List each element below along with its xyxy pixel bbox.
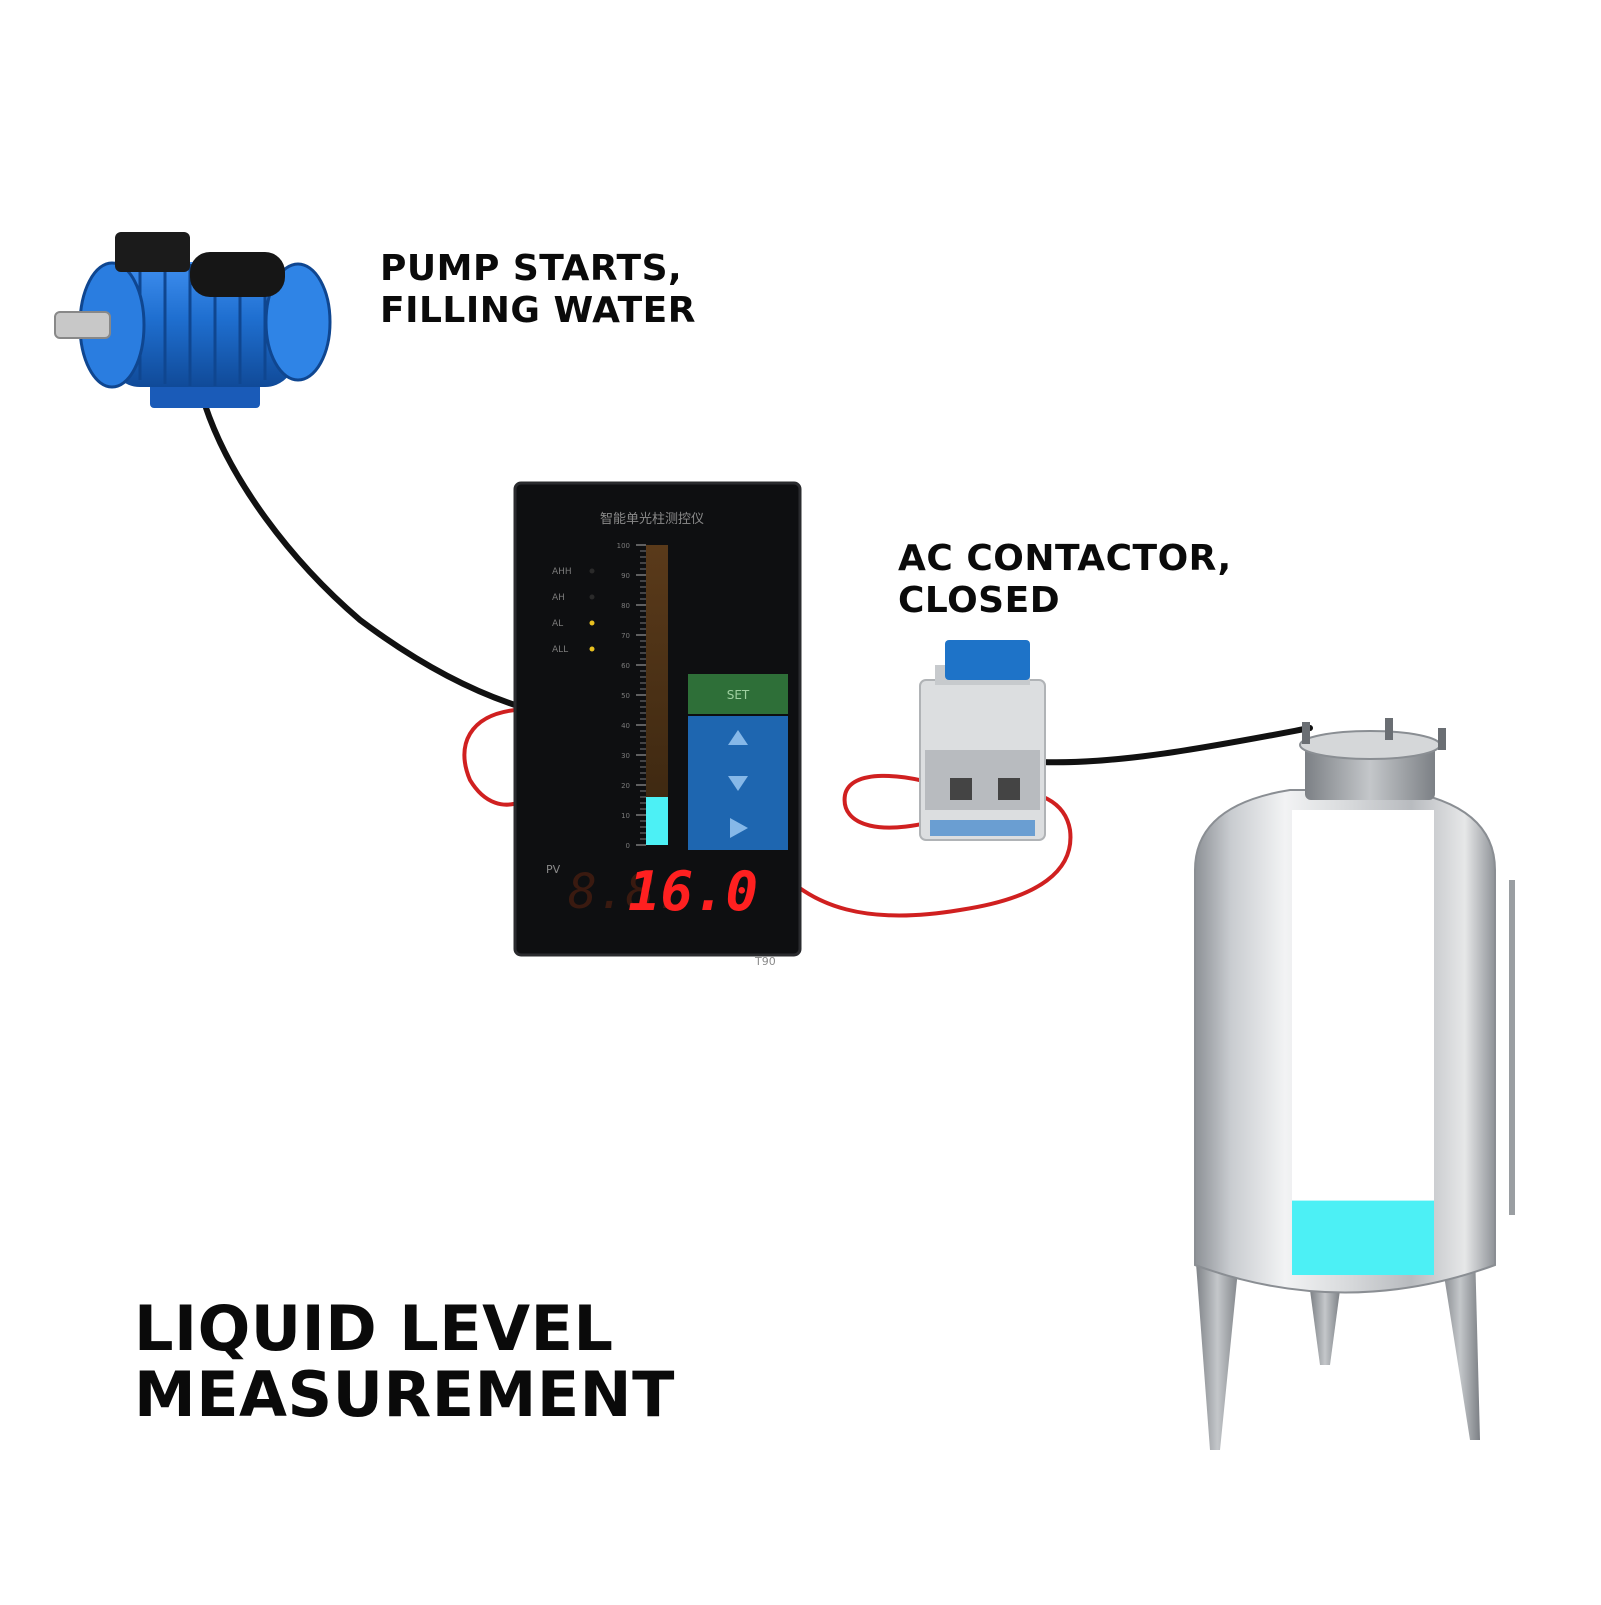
contactor-foot (930, 820, 1035, 836)
tank-clamps (1302, 718, 1446, 750)
display-ghost-digits: 8.8. (568, 864, 684, 920)
storage-tank (1194, 718, 1515, 1450)
diagram-title-line2: MEASUREMENT (134, 1358, 675, 1431)
pump-shaft (54, 311, 111, 339)
set-key-label: SET (727, 688, 750, 702)
scale-label: 100 (617, 542, 630, 550)
tank-leg-left (1195, 1250, 1240, 1450)
contactor-face (925, 750, 1040, 810)
scale-label: 80 (621, 602, 630, 610)
bar-level-fill (646, 797, 668, 845)
terminal-right (998, 778, 1020, 800)
tank-level-window (1292, 810, 1434, 1275)
pump-caption-line1: PUMP STARTS, (380, 248, 683, 289)
alarm-label: AH (552, 593, 565, 603)
tank-manway (1305, 745, 1435, 800)
down-button[interactable] (728, 776, 748, 791)
tank-water-level (1292, 1200, 1434, 1275)
pump-cable (202, 402, 518, 708)
ac-contactor (919, 640, 1046, 841)
alarm-indicators: AHH AH AL ALL (552, 567, 595, 655)
scale-label: 30 (621, 752, 630, 760)
alarm-led (589, 594, 595, 600)
bar-scale-track (646, 545, 668, 845)
scale-label: 70 (621, 632, 630, 640)
pv-label: PV (546, 863, 561, 876)
controller-header: 智能单光柱测控仪 (600, 512, 704, 527)
alarm-label: ALL (552, 645, 568, 655)
tank-leg-middle (1310, 1290, 1340, 1365)
alarm-led (589, 568, 595, 574)
scale-label: 40 (621, 722, 630, 730)
pump-caption: PUMP STARTS, FILLING WATER (380, 248, 696, 332)
scale-label: 20 (621, 782, 630, 790)
contactor-caption-line2: CLOSED (898, 580, 1061, 621)
tank-manway-lid (1299, 730, 1441, 760)
alarm-led (589, 620, 595, 626)
contactor-caption: AC CONTACTOR, CLOSED (898, 538, 1232, 622)
contactor-to-tank-cable (1037, 725, 1313, 766)
set-key[interactable] (688, 674, 788, 714)
terminal-left (950, 778, 972, 800)
scale-label: 10 (621, 812, 630, 820)
process-value-display: 16.0 (628, 860, 758, 923)
diagram-title: LIQUID LEVEL MEASUREMENT (134, 1296, 675, 1428)
diagram-title-line1: LIQUID LEVEL (134, 1292, 614, 1365)
model-label: T90 (754, 955, 776, 968)
alarm-led (589, 646, 595, 652)
pump-terminal-box (115, 232, 190, 272)
alarm-label: AHH (552, 567, 572, 577)
shift-button[interactable] (730, 818, 748, 838)
contactor-red-loop (842, 773, 962, 830)
scale-label: 60 (621, 662, 630, 670)
scale-label: 50 (621, 692, 630, 700)
tank-leg-right (1440, 1250, 1480, 1440)
up-button[interactable] (728, 730, 748, 745)
pump-capacitor (190, 252, 285, 297)
pump-cable-red-loop (462, 708, 522, 807)
contactor-caption-line1: AC CONTACTOR, (898, 538, 1232, 579)
scale-label: 0 (626, 842, 630, 850)
scale-label: 90 (621, 572, 630, 580)
controller-to-contactor-red-cable (768, 789, 1073, 918)
alarm-label: AL (552, 619, 563, 629)
pump-rear-cover (264, 262, 332, 382)
contactor-toggle[interactable] (945, 640, 1030, 680)
bar-scale-ticks (636, 544, 646, 846)
pump-motor (54, 232, 332, 408)
pump-caption-line2: FILLING WATER (380, 290, 696, 331)
